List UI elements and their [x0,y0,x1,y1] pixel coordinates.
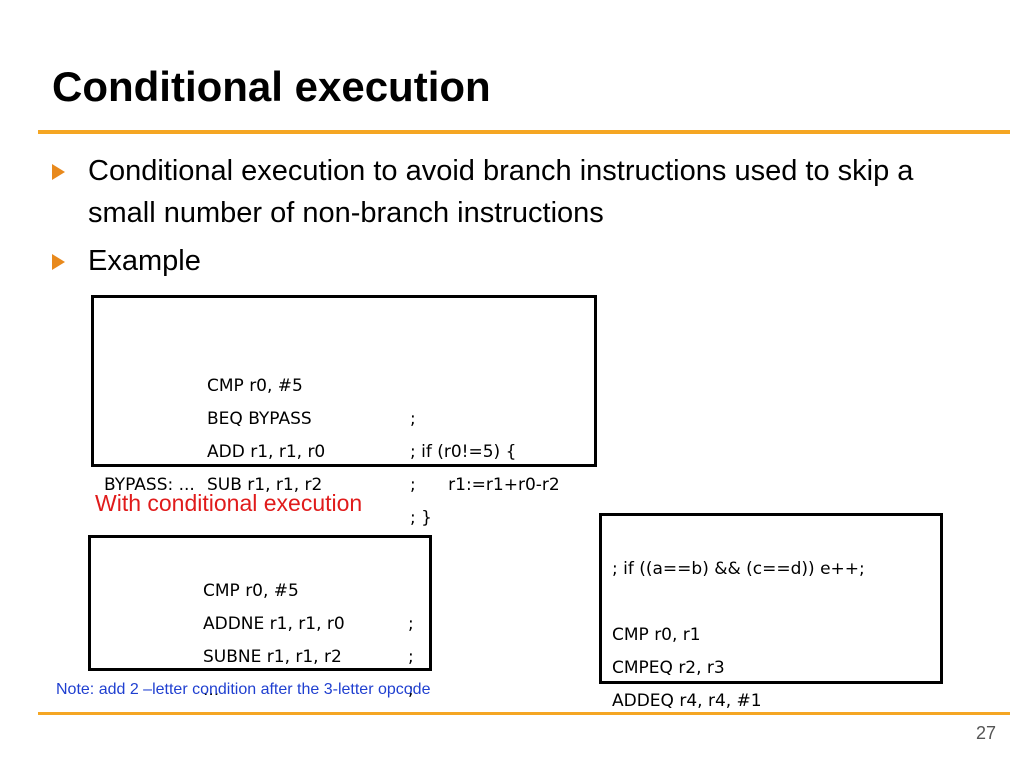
code-comment: ; [408,647,414,667]
bullet-item: Example [52,240,982,282]
code-comment: ; if (r0!=5) { [410,442,517,462]
code-comment: ; r1:=r1+r0-r2 [410,475,560,495]
code-text: CMP r0, r1 [612,625,701,645]
conditional-code-box: CMP r0, #5 ; ADDNE r1, r1, r0 ; SUBNE r1… [88,535,432,700]
page-number: 27 [975,723,996,743]
code-line: ; if ((a==b) && (c==d)) e++; [602,520,940,579]
code-instruction: ADD r1, r1, r0 [207,442,326,462]
code-text: ADDEQ r4, r4, #1 [612,691,762,711]
opcode-note: Note: add 2 –letter condition after the … [56,681,431,698]
code-line: ADDNE r1, r1, r0 ; [91,575,429,667]
slide-title: Conditional execution [52,63,491,110]
arrow-bullet-icon [52,254,65,270]
code-line: CMP r0, #5 ; [91,542,429,634]
code-line: SUB r1, r1, r2 ; } [94,403,594,528]
code-instruction: BEQ BYPASS [207,409,312,429]
code-instruction: ADDNE r1, r1, r0 [203,614,345,634]
code-instruction: ... [203,680,220,700]
code-line: CMP r0, #5 ; [94,304,594,429]
code-line: BYPASS: ... [94,436,594,495]
bullet-text: Conditional execution to avoid branch in… [88,155,914,229]
bullet-text: Example [88,245,201,277]
code-comment: ; [408,614,414,634]
code-text: ; if ((a==b) && (c==d)) e++; [612,559,865,579]
title-divider [38,130,1010,134]
code-instruction: SUBNE r1, r1, r2 [203,647,342,667]
bullet-item: Conditional execution to avoid branch in… [52,150,982,234]
code-line: ... [91,641,429,700]
conditional-heading: With conditional execution [95,490,363,516]
code-line: BEQ BYPASS ; if (r0!=5) { [94,337,594,462]
code-text: CMPEQ r2, r3 [612,658,725,678]
code-comment: ; [410,409,416,429]
code-line-blank [602,553,940,586]
code-instruction: SUB r1, r1, r2 [207,475,323,495]
code-line: CMPEQ r2, r3 [602,619,940,678]
code-label: BYPASS: ... [104,475,195,495]
arrow-bullet-icon [52,164,65,180]
code-instruction: CMP r0, #5 [207,376,303,396]
code-comment: ; } [410,508,432,528]
code-line: ADD r1, r1, r0 ; r1:=r1+r0-r2 [94,370,594,495]
bullet-list: Conditional execution to avoid branch in… [52,150,982,282]
code-instruction: CMP r0, #5 [203,581,299,601]
code-comment: ; [408,680,414,700]
compound-condition-code-box: ; if ((a==b) && (c==d)) e++; CMP r0, r1 … [599,513,943,711]
code-line: SUBNE r1, r1, r2 ; [91,608,429,700]
code-line: CMP r0, r1 [602,586,940,645]
footer-divider [38,712,1010,715]
code-line: ADDEQ r4, r4, #1 [602,652,940,711]
branch-code-box: CMP r0, #5 ; BEQ BYPASS ; if (r0!=5) { A… [91,295,597,528]
